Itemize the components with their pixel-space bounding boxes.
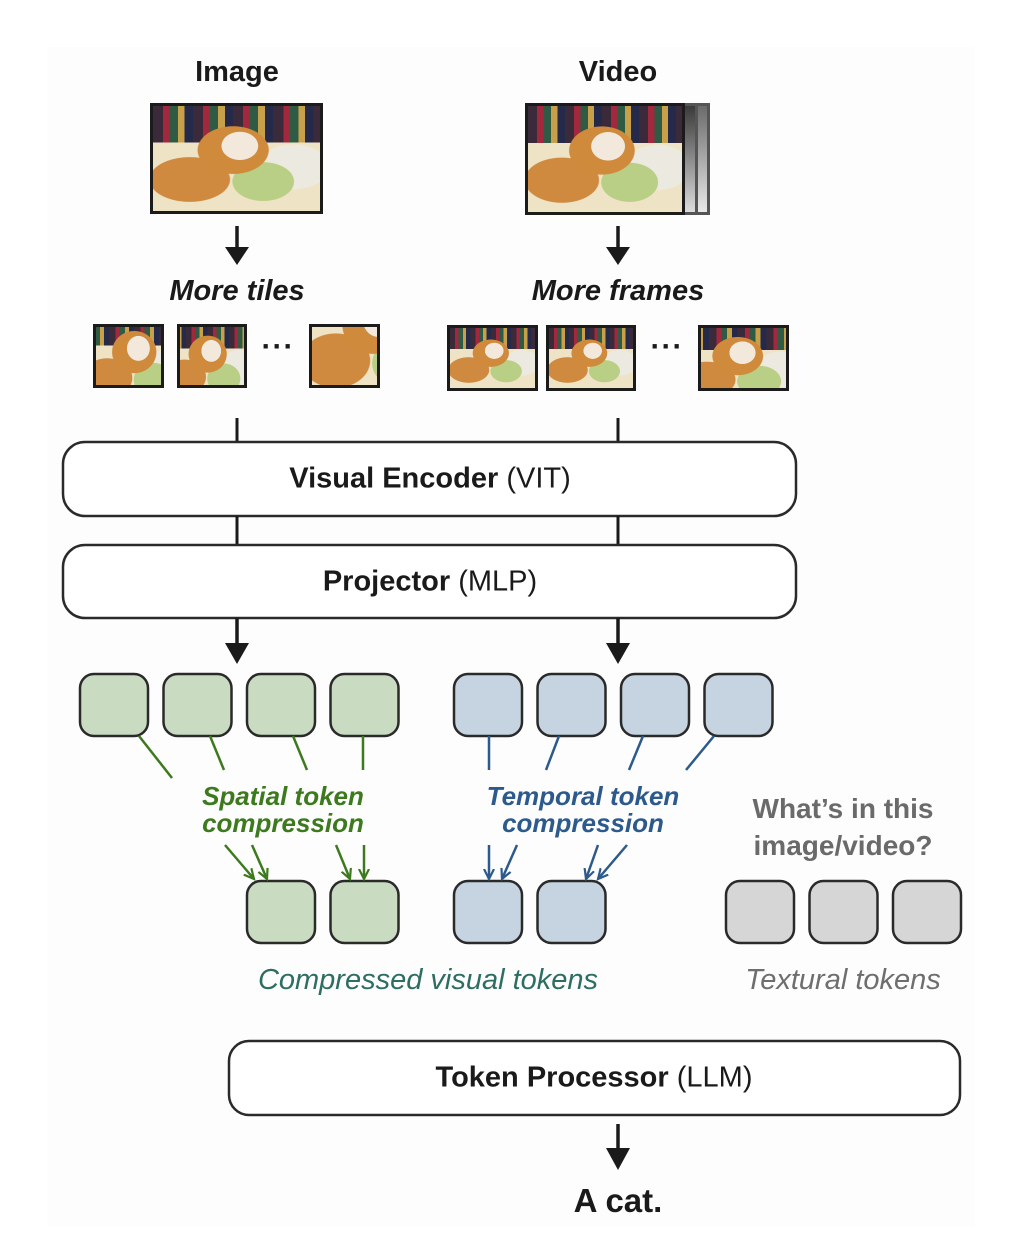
- spatial-compression-lines: [138, 735, 364, 879]
- temporal-compressed-token: [452, 879, 524, 945]
- temporal-token-group: [452, 672, 774, 945]
- spatial-compressed-token: [329, 879, 400, 945]
- temporal-arrow: [502, 844, 519, 879]
- question-line1: What’s in this: [752, 793, 934, 824]
- image-tile: [309, 324, 380, 388]
- spatial-line: [208, 735, 226, 771]
- spatial-line: [291, 735, 309, 771]
- spatial-input-token: [162, 672, 233, 738]
- token-processor-abbr: (LLM): [676, 1061, 753, 1094]
- output-arrow-head: [606, 1148, 630, 1170]
- input-arrows: [225, 226, 630, 265]
- temporal-line: [685, 735, 715, 771]
- image-down-arrow-head: [225, 247, 249, 265]
- spatial-compression-line2: compression: [202, 808, 364, 838]
- video-frame: [447, 325, 538, 391]
- spatial-arrow: [224, 844, 254, 879]
- input-video-thumbnail: [525, 103, 685, 215]
- temporal-compression-line1: Temporal token: [486, 781, 680, 811]
- spatial-compression-label: Spatial token compression: [202, 783, 364, 837]
- output-answer: A cat.: [573, 1182, 663, 1219]
- video-down-arrow-head: [606, 247, 630, 265]
- temporal-compression-label: Temporal token compression: [487, 783, 680, 837]
- video-frame: [546, 325, 636, 391]
- visual-encoder-label: Visual Encoder (VIT): [289, 463, 571, 496]
- spatial-token-group: [78, 672, 400, 945]
- projector-right-arrow-head: [606, 643, 630, 664]
- projector-left-arrow-head: [225, 643, 249, 664]
- image-tile: [93, 324, 164, 388]
- visual-encoder-abbr: (VIT): [506, 462, 571, 495]
- temporal-line: [544, 735, 561, 771]
- question-text: What’s in this image/video?: [753, 790, 934, 864]
- temporal-arrow: [598, 844, 628, 879]
- diagram-background: [47, 47, 975, 1227]
- video-frame: [698, 325, 789, 391]
- frames-ellipsis: ···: [650, 330, 684, 363]
- image-title: Image: [195, 56, 279, 88]
- token-processor-name: Token Processor: [435, 1061, 669, 1094]
- compressed-visual-tokens-caption: Compressed visual tokens: [257, 964, 599, 996]
- temporal-input-token: [452, 672, 524, 738]
- temporal-arrow: [586, 844, 600, 879]
- spatial-arrow: [250, 844, 267, 879]
- tiles-ellipsis: ···: [261, 330, 295, 363]
- visual-encoder-box: [61, 440, 798, 518]
- image-tile: [177, 324, 247, 388]
- temporal-input-token: [703, 672, 774, 738]
- projector-box: [61, 543, 798, 620]
- more-frames-label: More frames: [531, 275, 705, 307]
- token-processor-label: Token Processor (LLM): [436, 1062, 753, 1095]
- spatial-input-token: [329, 672, 400, 738]
- video-title: Video: [578, 56, 658, 88]
- more-tiles-label: More tiles: [169, 275, 305, 307]
- projector-abbr: (MLP): [458, 565, 538, 598]
- temporal-input-token: [619, 672, 691, 738]
- temporal-compression-lines: [489, 735, 715, 879]
- token-processor-box: [227, 1039, 962, 1117]
- textual-token: [724, 879, 796, 945]
- temporal-compressed-token: [536, 879, 607, 945]
- spatial-compression-line1: Spatial token: [202, 781, 364, 811]
- spatial-line: [138, 735, 173, 779]
- textual-token-group: [724, 879, 963, 945]
- textual-tokens-caption: Textural tokens: [745, 964, 941, 996]
- spatial-input-token: [245, 672, 317, 738]
- question-line2: image/video?: [753, 830, 933, 861]
- input-image-thumbnail: [150, 103, 323, 214]
- projector-label: Projector (MLP): [323, 566, 537, 599]
- spatial-input-token: [78, 672, 150, 738]
- visual-encoder-name: Visual Encoder: [289, 462, 499, 495]
- spatial-compressed-token: [245, 879, 317, 945]
- textual-token: [808, 879, 879, 945]
- temporal-input-token: [536, 672, 607, 738]
- textual-token: [891, 879, 963, 945]
- temporal-compression-line2: compression: [502, 808, 664, 838]
- projector-name: Projector: [322, 565, 451, 598]
- temporal-line: [627, 735, 645, 771]
- spatial-arrow: [334, 844, 350, 879]
